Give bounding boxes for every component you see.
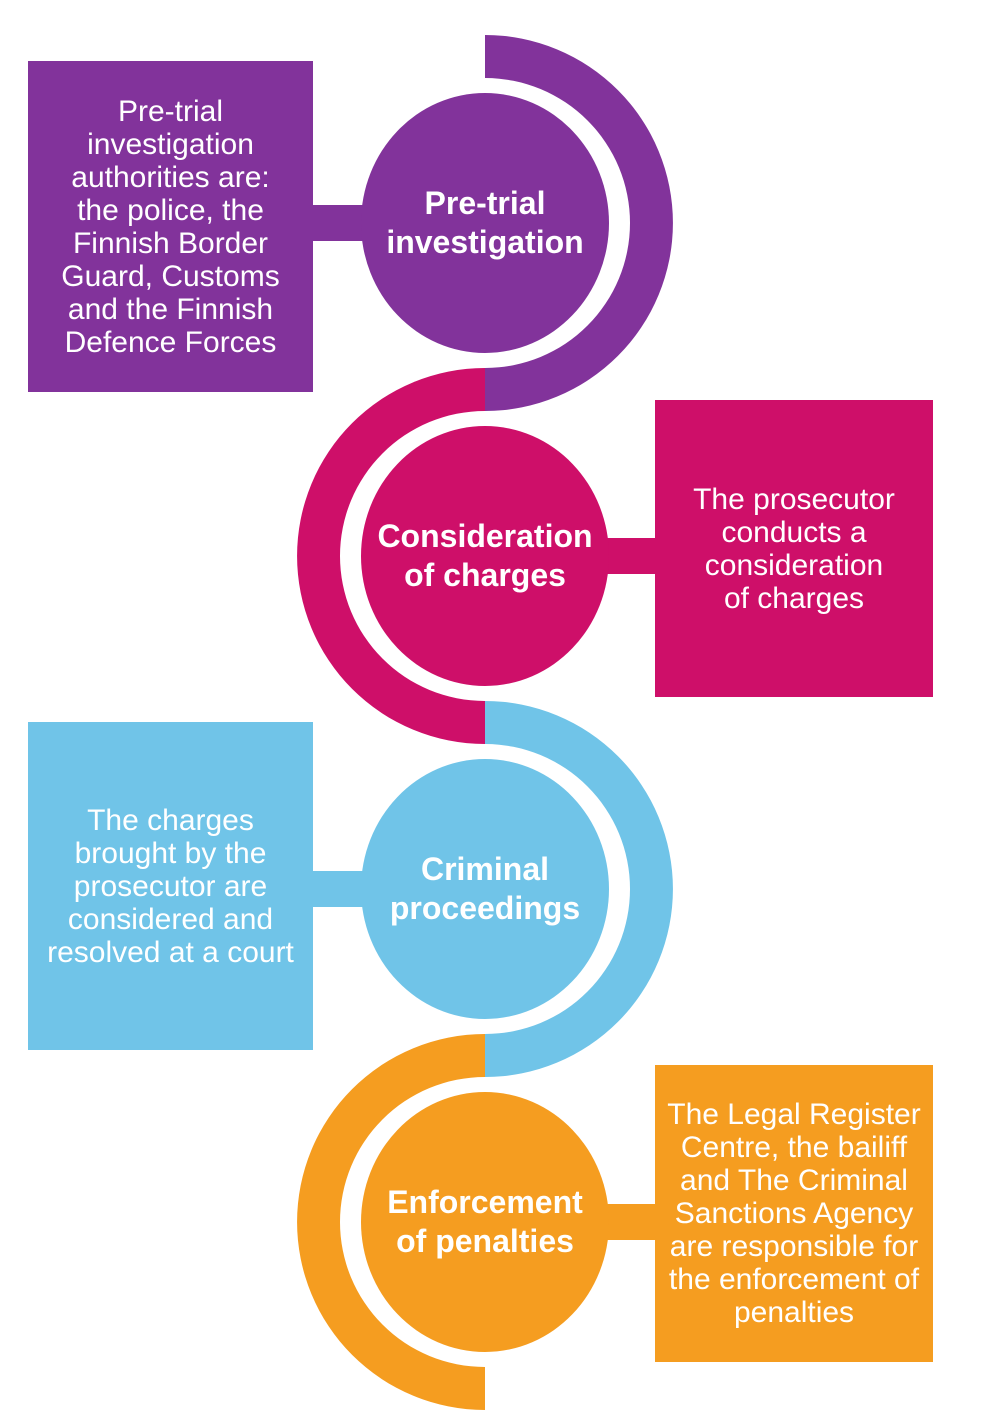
enforcement-of-penalties-arc-shape [297, 1034, 485, 1410]
pre-trial-investigation-connector [304, 205, 388, 241]
consideration-of-charges-arc [297, 368, 485, 744]
criminal-proceedings-arc-shape [485, 701, 673, 1077]
enforcement-of-penalties-connector [598, 1204, 682, 1240]
consideration-of-charges-connector [598, 538, 682, 574]
pre-trial-investigation-arc-shape [485, 35, 673, 411]
enforcement-of-penalties-arc [297, 1034, 485, 1410]
pre-trial-investigation-arc [485, 35, 673, 411]
consideration-of-charges-arc-shape [297, 368, 485, 744]
criminal-proceedings-connector [304, 871, 388, 907]
criminal-proceedings-arc [485, 701, 673, 1077]
